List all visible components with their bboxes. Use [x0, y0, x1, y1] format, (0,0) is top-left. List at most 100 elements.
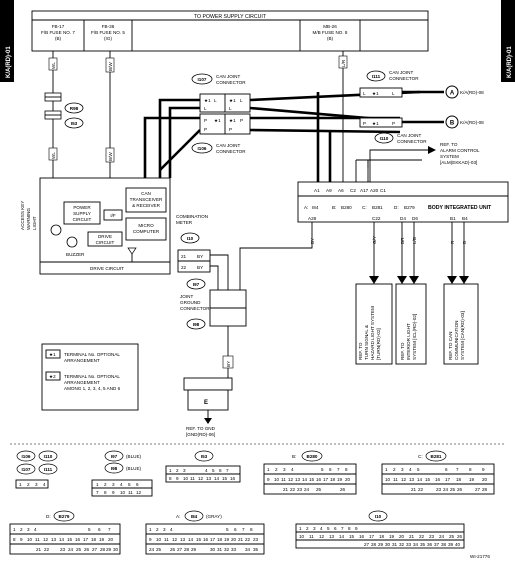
svg-text:16: 16 — [359, 534, 365, 539]
svg-text:10: 10 — [120, 490, 126, 495]
ref-alarm: REF. TO ALARM CONTROL SYSTEM [ALM(EKKAD)… — [369, 142, 480, 182]
svg-text:C:: C: — [362, 205, 367, 210]
svg-text:WL: WL — [51, 62, 56, 69]
svg-text:7: 7 — [226, 468, 229, 473]
svg-text:I84: I84 — [312, 205, 319, 210]
svg-text:7: 7 — [242, 527, 245, 532]
svg-text:15: 15 — [349, 534, 355, 539]
svg-text:ALARM CONTROL: ALARM CONTROL — [440, 148, 480, 153]
svg-text:31: 31 — [217, 547, 223, 552]
svg-text:14: 14 — [302, 477, 308, 482]
svg-text:8: 8 — [104, 490, 107, 495]
svg-text:21: 21 — [238, 537, 244, 542]
svg-text:5: 5 — [327, 526, 330, 531]
pinout-i106-group: I106 I110 I107 I111 1 2 3 4 — [15, 450, 58, 489]
ground-symbol: E REF. TO GND [GND(RD)-06] — [183, 377, 233, 437]
svg-text:17: 17 — [323, 477, 329, 482]
svg-text:B279: B279 — [59, 514, 70, 519]
svg-text:19: 19 — [337, 477, 343, 482]
svg-text:★1: ★1 — [229, 118, 236, 123]
svg-text:11: 11 — [190, 476, 195, 481]
svg-text:I10: I10 — [187, 236, 194, 241]
svg-text:B:: B: — [332, 205, 336, 210]
svg-text:A:: A: — [304, 205, 308, 210]
legend: ★1 TERMINAL No. OPTIONAL ARRANGEMENT ★2 … — [41, 343, 139, 411]
svg-text:7: 7 — [96, 490, 99, 495]
svg-text:(BLUE): (BLUE) — [126, 466, 142, 471]
svg-text:I10: I10 — [375, 514, 382, 519]
svg-text:23: 23 — [253, 537, 259, 542]
svg-text:15: 15 — [425, 477, 431, 482]
svg-text:21: 21 — [409, 534, 415, 539]
svg-text:16: 16 — [316, 477, 322, 482]
svg-text:B: B — [450, 121, 455, 127]
svg-text:K/A(RD)-08: K/A(RD)-08 — [460, 90, 484, 95]
svg-text:40: 40 — [455, 542, 461, 547]
svg-text:COMMUNICATION: COMMUNICATION — [454, 321, 459, 360]
if-block — [103, 209, 123, 221]
svg-text:11: 11 — [35, 537, 40, 542]
svg-text:4: 4 — [291, 467, 294, 472]
svg-text:25: 25 — [450, 487, 456, 492]
svg-text:CAN JOINT: CAN JOINT — [397, 133, 421, 138]
svg-text:METER: METER — [176, 220, 193, 225]
svg-text:20: 20 — [482, 477, 488, 482]
svg-text:23: 23 — [297, 487, 303, 492]
svg-text:14: 14 — [59, 537, 65, 542]
svg-text:LIGHT: LIGHT — [32, 216, 37, 230]
svg-text:5: 5 — [226, 527, 229, 532]
pinout-b281: C: B281 1 2 3 4 5 6 7 8 9 10 11 12 13 14… — [381, 450, 495, 495]
svg-text:B1: B1 — [450, 216, 456, 221]
svg-text:CONNECTOR: CONNECTOR — [180, 306, 210, 311]
svg-text:[TURN(RD)-02]: [TURN(RD)-02] — [376, 328, 381, 360]
svg-text:1: 1 — [385, 467, 388, 472]
svg-text:27: 27 — [177, 547, 183, 552]
svg-text:5: 5 — [88, 527, 91, 532]
svg-text:A: A — [450, 91, 455, 97]
svg-text:[GND(RD)-06]: [GND(RD)-06] — [186, 432, 215, 437]
svg-text:WARNING: WARNING — [26, 208, 31, 230]
svg-text:3: 3 — [283, 467, 286, 472]
svg-text:I/F: I/F — [110, 213, 116, 218]
svg-text:20: 20 — [108, 537, 114, 542]
svg-text:10: 10 — [385, 477, 391, 482]
fuse-mb26-code: MB-26 — [323, 24, 337, 29]
svg-text:6: 6 — [234, 527, 237, 532]
svg-text:3: 3 — [401, 467, 404, 472]
svg-text:10: 10 — [27, 537, 33, 542]
svg-text:18: 18 — [379, 534, 385, 539]
svg-text:I98: I98 — [111, 466, 118, 471]
svg-text:13: 13 — [409, 477, 415, 482]
svg-text:9: 9 — [482, 467, 485, 472]
svg-text:L: L — [363, 91, 366, 96]
svg-text:4: 4 — [34, 527, 37, 532]
svg-text:CAN: CAN — [141, 191, 151, 196]
svg-text:CAN JOINT: CAN JOINT — [216, 143, 240, 148]
svg-text:I107: I107 — [198, 77, 207, 82]
fuse-fb17-type: (B) — [55, 36, 62, 41]
svg-text:12: 12 — [43, 537, 49, 542]
svg-text:27: 27 — [92, 547, 98, 552]
svg-text:29: 29 — [106, 547, 112, 552]
svg-text:13: 13 — [180, 537, 186, 542]
svg-text:30: 30 — [385, 542, 391, 547]
svg-text:26: 26 — [457, 487, 463, 492]
svg-text:TERMINAL No. OPTIONAL: TERMINAL No. OPTIONAL — [64, 352, 120, 357]
svg-text:12: 12 — [288, 477, 294, 482]
svg-text:18: 18 — [91, 537, 97, 542]
svg-text:TURN SIGNAL &: TURN SIGNAL & — [364, 325, 369, 360]
svg-text:P: P — [204, 118, 207, 123]
svg-text:D4: D4 — [400, 216, 406, 221]
svg-text:TERMINAL No. OPTIONAL: TERMINAL No. OPTIONAL — [64, 374, 120, 379]
svg-text:28: 28 — [482, 487, 488, 492]
svg-text:3: 3 — [313, 526, 316, 531]
biu-output-wires: BY G/Y BR L/B R B — [239, 222, 469, 290]
svg-text:ACCESS KEY: ACCESS KEY — [20, 201, 25, 230]
svg-text:34: 34 — [245, 547, 251, 552]
svg-text:1: 1 — [19, 482, 22, 487]
svg-text:23: 23 — [436, 487, 442, 492]
svg-text:G/Y: G/Y — [372, 236, 377, 244]
svg-text:A1: A1 — [314, 188, 320, 193]
svg-text:POWER: POWER — [73, 205, 91, 210]
svg-text:25: 25 — [76, 547, 82, 552]
